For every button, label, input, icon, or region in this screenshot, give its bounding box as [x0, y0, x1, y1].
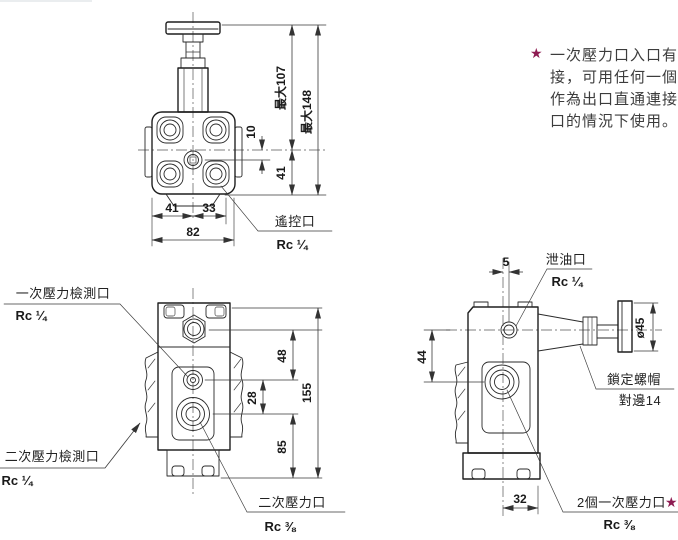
primary-ports-label: 2個一次壓力口	[577, 495, 666, 510]
remote-port-label: 遙控口	[275, 214, 316, 229]
handle-knob	[617, 300, 633, 353]
adjuster-assembly	[537, 300, 633, 353]
footnote-line-2: 接，可用任何一個	[550, 69, 678, 86]
lower-front-view: 48 28 85 155 一次壓力檢測口 Rc ¼ 二次壓力檢測口 Rc ¼ 二…	[0, 286, 346, 534]
dim-32: 32	[513, 492, 527, 506]
secondary-port-label: 二次壓力口	[258, 495, 326, 510]
primary-gauge-port-circle	[183, 370, 203, 390]
primary-gauge-label: 一次壓力檢測口	[16, 286, 111, 301]
secondary-gauge-callout: 二次壓力檢測口 Rc ¼	[0, 422, 141, 488]
dim-10: 10	[244, 125, 258, 139]
secondary-port-callout: 二次壓力口 Rc ⅜	[199, 421, 346, 534]
secondary-gauge-label: 二次壓力檢測口	[5, 449, 100, 464]
front-view: 10 最大107 41 最大148 41 33 82 遙控口 Rc ¼	[138, 12, 333, 252]
front-view-body	[144, 111, 243, 207]
primary-port-circle	[484, 364, 520, 400]
dim-48: 48	[275, 349, 289, 363]
footnote-line-1: 一次壓力口入口有	[550, 47, 678, 64]
lock-nut-label: 鎖定螺帽	[607, 372, 661, 387]
dim-41-vertical: 41	[274, 166, 288, 180]
drain-port-callout: 泄油口 Rc ¼	[515, 252, 593, 327]
lock-nut-callout: 鎖定螺帽 對邊14	[579, 345, 675, 408]
footnote-star-icon: ★	[530, 45, 543, 61]
lock-nut	[582, 316, 598, 346]
secondary-port-thread: Rc ⅜	[264, 519, 296, 534]
dim-44: 44	[415, 350, 429, 364]
side-view: 5 ø45 44 32 泄油口 Rc ¼ 鎖定螺帽 對邊14 2個一次壓力口 ★	[415, 252, 678, 532]
drain-port-thread: Rc ¼	[551, 274, 583, 289]
dim-85: 85	[275, 440, 289, 454]
dim-33: 33	[202, 201, 216, 215]
drain-port-front	[182, 314, 206, 344]
dim-max-148: 最大148	[299, 90, 314, 134]
side-view-body	[454, 301, 541, 480]
dim-5: 5	[503, 255, 510, 269]
primary-ports-star-icon: ★	[665, 494, 678, 510]
footnote-line-3: 作為出口直通連接	[550, 91, 678, 108]
secondary-gauge-thread: Rc ¼	[1, 473, 33, 488]
drain-port-label: 泄油口	[546, 252, 587, 267]
remote-port-callout: 遙控口 Rc ¼	[220, 185, 333, 252]
dim-155: 155	[300, 383, 314, 403]
primary-gauge-thread: Rc ¼	[15, 308, 47, 323]
lower-view-body	[144, 302, 244, 477]
footnote: ★ 一次壓力口入口有 接，可用任何一個 作為出口直通連接 口的情況下使用。	[530, 45, 678, 130]
primary-ports-thread: Rc ⅜	[603, 517, 635, 532]
vent-port	[183, 150, 203, 170]
secondary-port-circle	[176, 397, 210, 431]
dim-max-107: 最大107	[273, 66, 288, 110]
primary-gauge-callout: 一次壓力檢測口 Rc ¼	[3, 286, 189, 378]
dim-28: 28	[245, 391, 259, 405]
lock-nut-sub-label: 對邊14	[619, 393, 661, 408]
remote-port-thread: Rc ¼	[276, 237, 308, 252]
footnote-line-4: 口的情況下使用。	[550, 113, 678, 130]
dim-dia-45: ø45	[633, 317, 647, 338]
dim-82: 82	[186, 225, 200, 239]
mounting-bolts	[159, 119, 227, 185]
dim-41: 41	[165, 201, 179, 215]
primary-ports-callout: 2個一次壓力口 ★ Rc ⅜	[506, 389, 678, 532]
